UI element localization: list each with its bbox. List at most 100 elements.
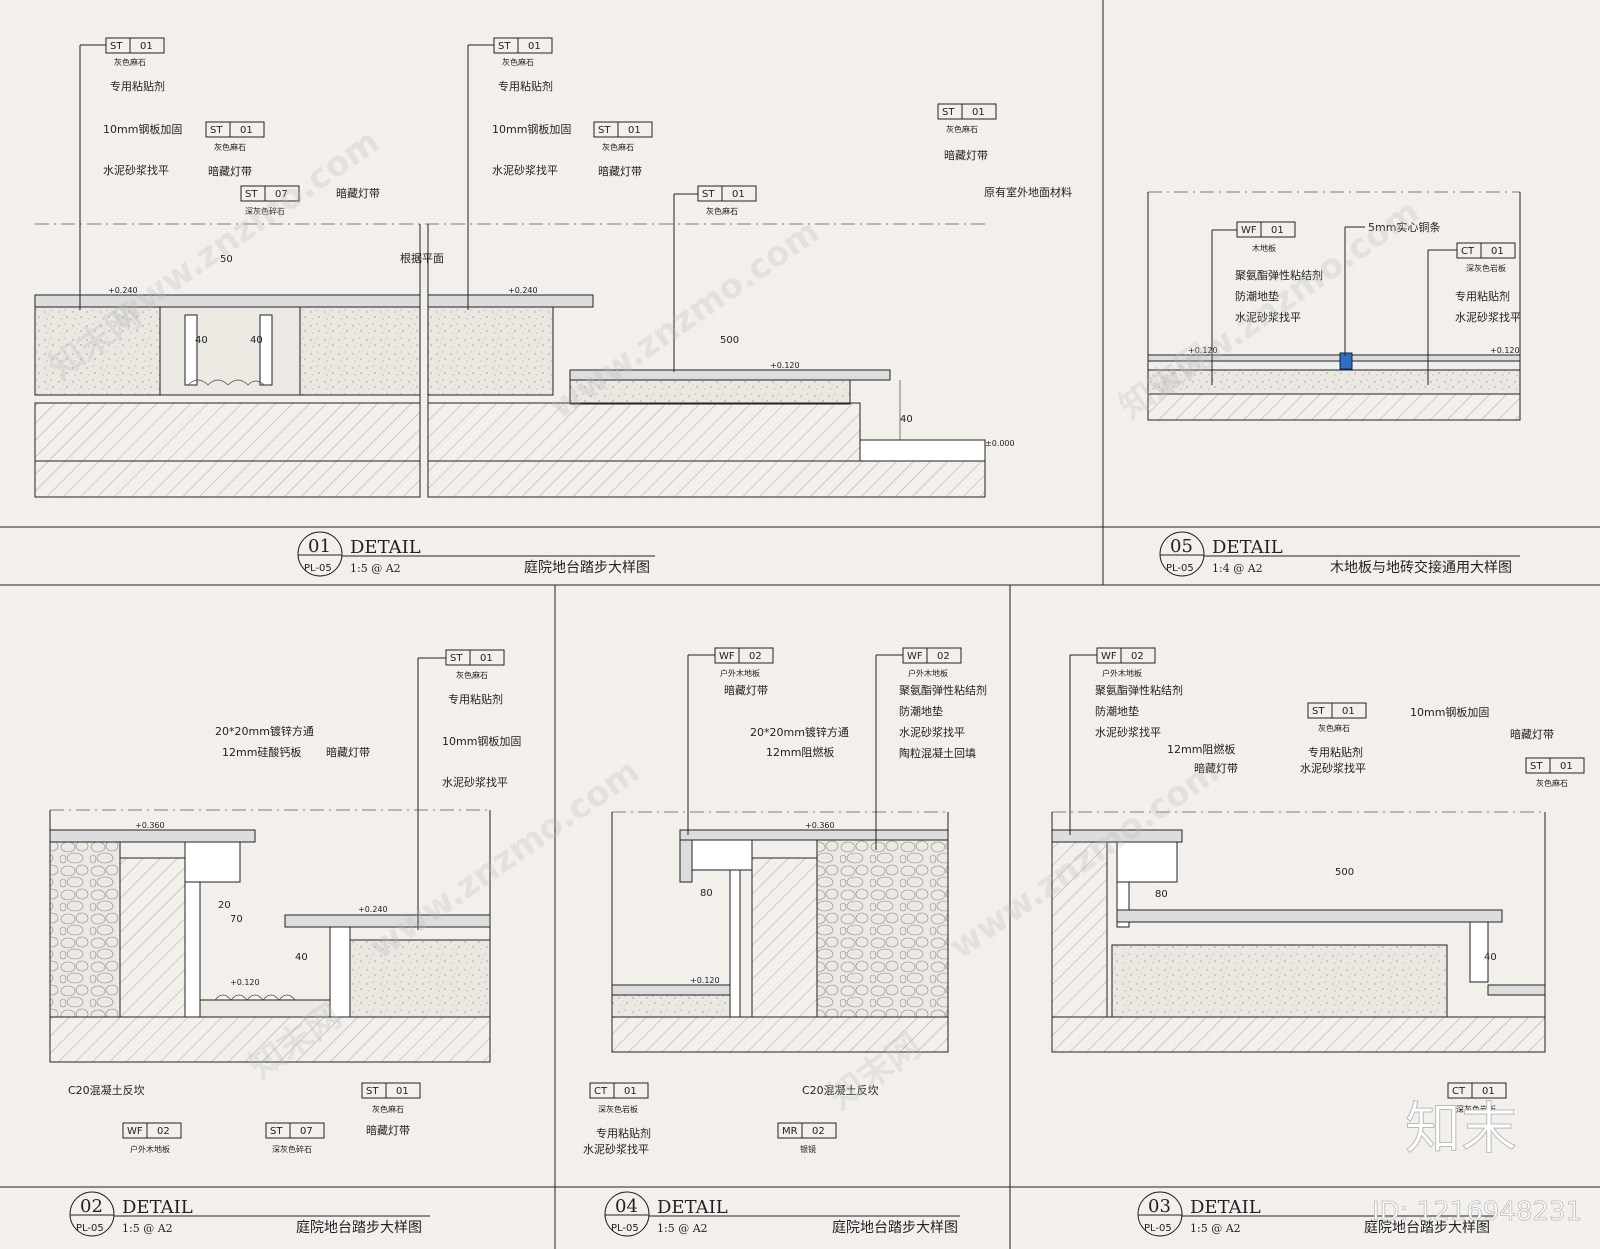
svg-text:02: 02: [812, 1126, 825, 1137]
svg-text:MR: MR: [782, 1126, 798, 1137]
svg-text:户外木地板: 户外木地板: [908, 668, 948, 678]
svg-text:WF: WF: [907, 651, 923, 662]
svg-text:+0.360: +0.360: [135, 821, 165, 830]
svg-text:12mm阻燃板: 12mm阻燃板: [1167, 742, 1235, 756]
detail-01-drawing: [34, 223, 986, 498]
svg-text:水泥砂浆找平: 水泥砂浆找平: [899, 725, 965, 739]
svg-text:20: 20: [218, 900, 231, 911]
svg-text:02: 02: [749, 651, 762, 662]
svg-text:灰色麻石: 灰色麻石: [372, 1104, 404, 1114]
tag-num: 01: [140, 41, 153, 52]
svg-text:木地板: 木地板: [1252, 243, 1276, 253]
detail-04-tags: WF 02 户外木地板 暗藏灯带 20*20mm镀锌方通 12mm阻燃板 WF 02…: [583, 647, 987, 1156]
svg-text:01: 01: [528, 41, 541, 52]
svg-text:DETAIL: DETAIL: [350, 537, 421, 558]
label-led: 暗藏灯带: [208, 164, 252, 178]
svg-text:暗藏灯带: 暗藏灯带: [944, 148, 988, 162]
svg-text:+0.120: +0.120: [770, 361, 800, 370]
svg-text:暗藏灯带: 暗藏灯带: [1510, 727, 1554, 741]
svg-text:深灰色碎石: 深灰色碎石: [245, 206, 285, 216]
svg-text:02: 02: [157, 1126, 170, 1137]
svg-text:灰色麻石: 灰色麻石: [1536, 778, 1568, 788]
svg-text:01: 01: [1271, 225, 1284, 236]
svg-text:+0.360: +0.360: [805, 821, 835, 830]
svg-text:01: 01: [972, 107, 985, 118]
svg-text:01: 01: [732, 189, 745, 200]
svg-text:ST: ST: [270, 1126, 283, 1137]
svg-text:水泥砂浆找平: 水泥砂浆找平: [583, 1142, 649, 1156]
label-existing: 原有室外地面材料: [984, 185, 1072, 199]
svg-text:户外木地板: 户外木地板: [130, 1144, 170, 1154]
detail-02-drawing: [49, 809, 491, 1063]
svg-text:专用粘贴剂: 专用粘贴剂: [1308, 745, 1363, 759]
svg-text:专用粘贴剂: 专用粘贴剂: [1455, 289, 1510, 303]
svg-text:+0.120: +0.120: [1490, 346, 1520, 355]
svg-text:ST: ST: [1312, 706, 1325, 717]
svg-text:C20混凝土反坎: C20混凝土反坎: [802, 1083, 879, 1097]
svg-text:ST: ST: [366, 1086, 379, 1097]
svg-text:户外木地板: 户外木地板: [720, 668, 760, 678]
svg-text:灰色麻石: 灰色麻石: [456, 670, 488, 680]
svg-text:01: 01: [624, 1086, 637, 1097]
svg-text:40: 40: [250, 335, 263, 346]
detail-05-title: 05 PL-05 DETAIL 1:4 @ A2 木地板与地砖交接通用大样图: [1159, 531, 1520, 577]
svg-text:灰色麻石: 灰色麻石: [706, 206, 738, 216]
svg-text:水泥砂浆找平: 水泥砂浆找平: [1095, 725, 1161, 739]
svg-text:ST: ST: [942, 107, 955, 118]
svg-text:20*20mm镀锌方通: 20*20mm镀锌方通: [215, 724, 314, 738]
svg-text:银镜: 银镜: [800, 1144, 816, 1154]
svg-text:庭院地台踏步大样图: 庭院地台踏步大样图: [1364, 1219, 1490, 1236]
svg-text:CT: CT: [594, 1086, 608, 1097]
svg-text:50: 50: [220, 254, 233, 265]
svg-text:1:5 @ A2: 1:5 @ A2: [1190, 1222, 1241, 1235]
label-steel-plate: 10mm钢板加固: [103, 122, 182, 136]
svg-text:DETAIL: DETAIL: [1212, 537, 1283, 558]
svg-text:12mm阻燃板: 12mm阻燃板: [766, 745, 834, 759]
svg-text:01: 01: [1560, 761, 1573, 772]
svg-text:01: 01: [1491, 246, 1504, 257]
svg-text:20*20mm镀锌方通: 20*20mm镀锌方通: [750, 725, 849, 739]
label-copper: 5mm实心铜条: [1368, 220, 1440, 234]
svg-text:PL-05: PL-05: [1166, 563, 1194, 574]
detail-04-drawing: [611, 811, 949, 1053]
svg-text:WF: WF: [719, 651, 735, 662]
svg-text:暗藏灯带: 暗藏灯带: [598, 164, 642, 178]
svg-text:PL-05: PL-05: [304, 563, 332, 574]
svg-text:01: 01: [240, 125, 253, 136]
label-basis: 根据平面: [400, 251, 444, 265]
detail-01-title: 01 PL-05 DETAIL 1:5 @ A2 庭院地台踏步大样图: [297, 531, 655, 577]
label-adhesive: 专用粘贴剂: [110, 79, 165, 93]
detail-04-title: 04 PL-05 DETAIL 1:5 @ A2 庭院地台踏步大样图: [604, 1191, 960, 1237]
svg-text:暗藏灯带: 暗藏灯带: [336, 186, 380, 200]
svg-text:01: 01: [480, 653, 493, 664]
svg-text:10mm钢板加固: 10mm钢板加固: [492, 122, 571, 136]
svg-text:07: 07: [300, 1126, 313, 1137]
svg-text:灰色麻石: 灰色麻石: [1318, 723, 1350, 733]
svg-text:水泥砂浆找平: 水泥砂浆找平: [492, 163, 558, 177]
svg-text:陶粒混凝土回填: 陶粒混凝土回填: [899, 746, 976, 760]
svg-text:暗藏灯带: 暗藏灯带: [724, 683, 768, 697]
svg-text:专用粘贴剂: 专用粘贴剂: [596, 1126, 651, 1140]
svg-text:DETAIL: DETAIL: [122, 1197, 193, 1218]
svg-text:深灰色岩板: 深灰色岩板: [1456, 1104, 1496, 1114]
svg-text:专用粘贴剂: 专用粘贴剂: [448, 692, 503, 706]
svg-text:12mm硅酸钙板: 12mm硅酸钙板: [222, 745, 301, 759]
svg-text:500: 500: [1335, 867, 1354, 878]
svg-text:深灰色岩板: 深灰色岩板: [598, 1104, 638, 1114]
svg-text:01: 01: [308, 536, 331, 557]
watermark: www.znzmo.com www.znzmo.com www.znzmo.co…: [42, 121, 1582, 1227]
svg-text:+0.120: +0.120: [230, 978, 260, 987]
tag-material: 灰色麻石: [114, 57, 146, 67]
svg-text:WF: WF: [1101, 651, 1117, 662]
svg-text:ST: ST: [702, 189, 715, 200]
svg-text:02: 02: [80, 1196, 103, 1217]
watermark-id: ID: 1216948231: [1372, 1197, 1582, 1227]
svg-text:40: 40: [195, 335, 208, 346]
svg-text:01: 01: [1342, 706, 1355, 717]
svg-text:02: 02: [937, 651, 950, 662]
svg-text:庭院地台踏步大样图: 庭院地台踏步大样图: [832, 1219, 958, 1236]
svg-text:聚氨酯弹性粘结剂: 聚氨酯弹性粘结剂: [899, 683, 987, 697]
svg-text:10mm钢板加固: 10mm钢板加固: [1410, 705, 1489, 719]
